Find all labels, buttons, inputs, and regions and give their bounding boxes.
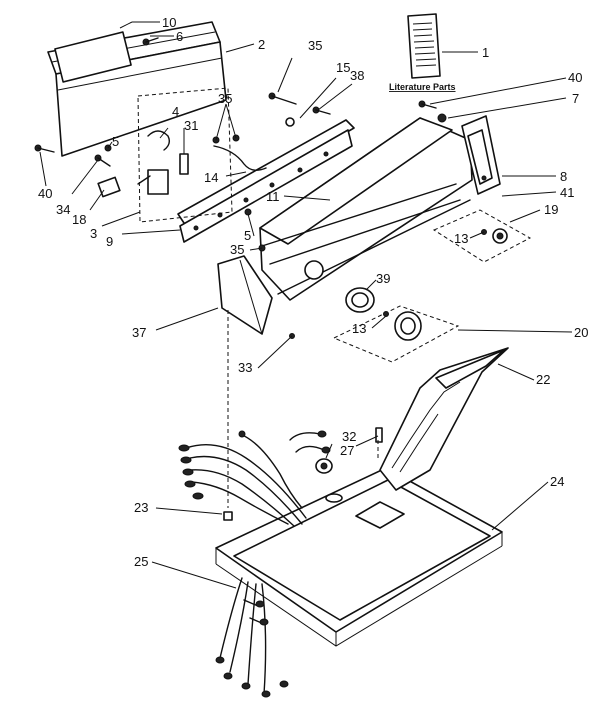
knob-20 bbox=[332, 305, 460, 363]
callout-39: 39 bbox=[376, 271, 390, 286]
callout-7: 7 bbox=[572, 91, 579, 106]
callout-14: 14 bbox=[204, 170, 218, 185]
lint-duct bbox=[379, 347, 509, 491]
console-rail bbox=[177, 119, 355, 243]
literature-parts-label: Literature Parts bbox=[389, 82, 456, 92]
callout-19: 19 bbox=[544, 202, 558, 217]
callout-27: 27 bbox=[340, 443, 354, 458]
callout-33: 33 bbox=[238, 360, 252, 375]
callout-4: 4 bbox=[172, 104, 179, 119]
callout-24: 24 bbox=[550, 474, 564, 489]
callout-8: 8 bbox=[560, 169, 567, 184]
callout-numbers: 10 6 2 1 35 15 38 40 7 35 4 31 5 14 11 8… bbox=[38, 15, 588, 569]
wire-harness-14 bbox=[213, 145, 267, 171]
callout-34: 34 bbox=[56, 202, 70, 217]
callout-25: 25 bbox=[134, 554, 148, 569]
knob-19 bbox=[432, 209, 532, 263]
console-panel bbox=[259, 117, 473, 301]
back-panel bbox=[47, 21, 227, 157]
seal-39 bbox=[345, 287, 375, 313]
leader-lines bbox=[39, 21, 573, 589]
callout-37: 37 bbox=[132, 325, 146, 340]
callout-41: 41 bbox=[560, 185, 574, 200]
callout-11: 11 bbox=[266, 189, 280, 204]
callout-18: 18 bbox=[72, 212, 86, 227]
endcap bbox=[461, 115, 501, 195]
switch-assembly bbox=[137, 87, 233, 223]
callout-35-lower: 35 bbox=[230, 242, 244, 257]
callout-3: 3 bbox=[90, 226, 97, 241]
callout-9: 9 bbox=[106, 234, 113, 249]
callout-5-left: 5 bbox=[112, 134, 119, 149]
callout-1: 1 bbox=[482, 45, 489, 60]
callout-20: 20 bbox=[574, 325, 588, 340]
top-cover bbox=[215, 467, 503, 647]
callout-22: 22 bbox=[536, 372, 550, 387]
callout-35-top: 35 bbox=[308, 38, 322, 53]
thermostat-32 bbox=[315, 427, 383, 474]
clip-23 bbox=[223, 511, 233, 521]
terminal-block-18 bbox=[97, 176, 121, 198]
callout-38: 38 bbox=[350, 68, 364, 83]
callout-13-lower: 13 bbox=[352, 321, 366, 336]
callout-6: 6 bbox=[176, 29, 183, 44]
callout-10: 10 bbox=[162, 15, 176, 30]
callout-40-left: 40 bbox=[38, 186, 52, 201]
callout-31: 31 bbox=[184, 118, 198, 133]
callout-5-center: 5 bbox=[244, 228, 251, 243]
callout-13-upper: 13 bbox=[454, 231, 468, 246]
callout-23: 23 bbox=[134, 500, 148, 515]
callout-15: 15 bbox=[336, 60, 350, 75]
callout-2: 2 bbox=[258, 37, 265, 52]
callout-40-right: 40 bbox=[568, 70, 582, 85]
literature-booklet bbox=[407, 13, 441, 79]
wiring-harness-upper bbox=[178, 430, 331, 527]
callout-35-mid: 35 bbox=[218, 91, 232, 106]
callout-32: 32 bbox=[342, 429, 356, 444]
wiring-harness-lower bbox=[215, 577, 289, 698]
console-end-bracket bbox=[217, 255, 273, 335]
